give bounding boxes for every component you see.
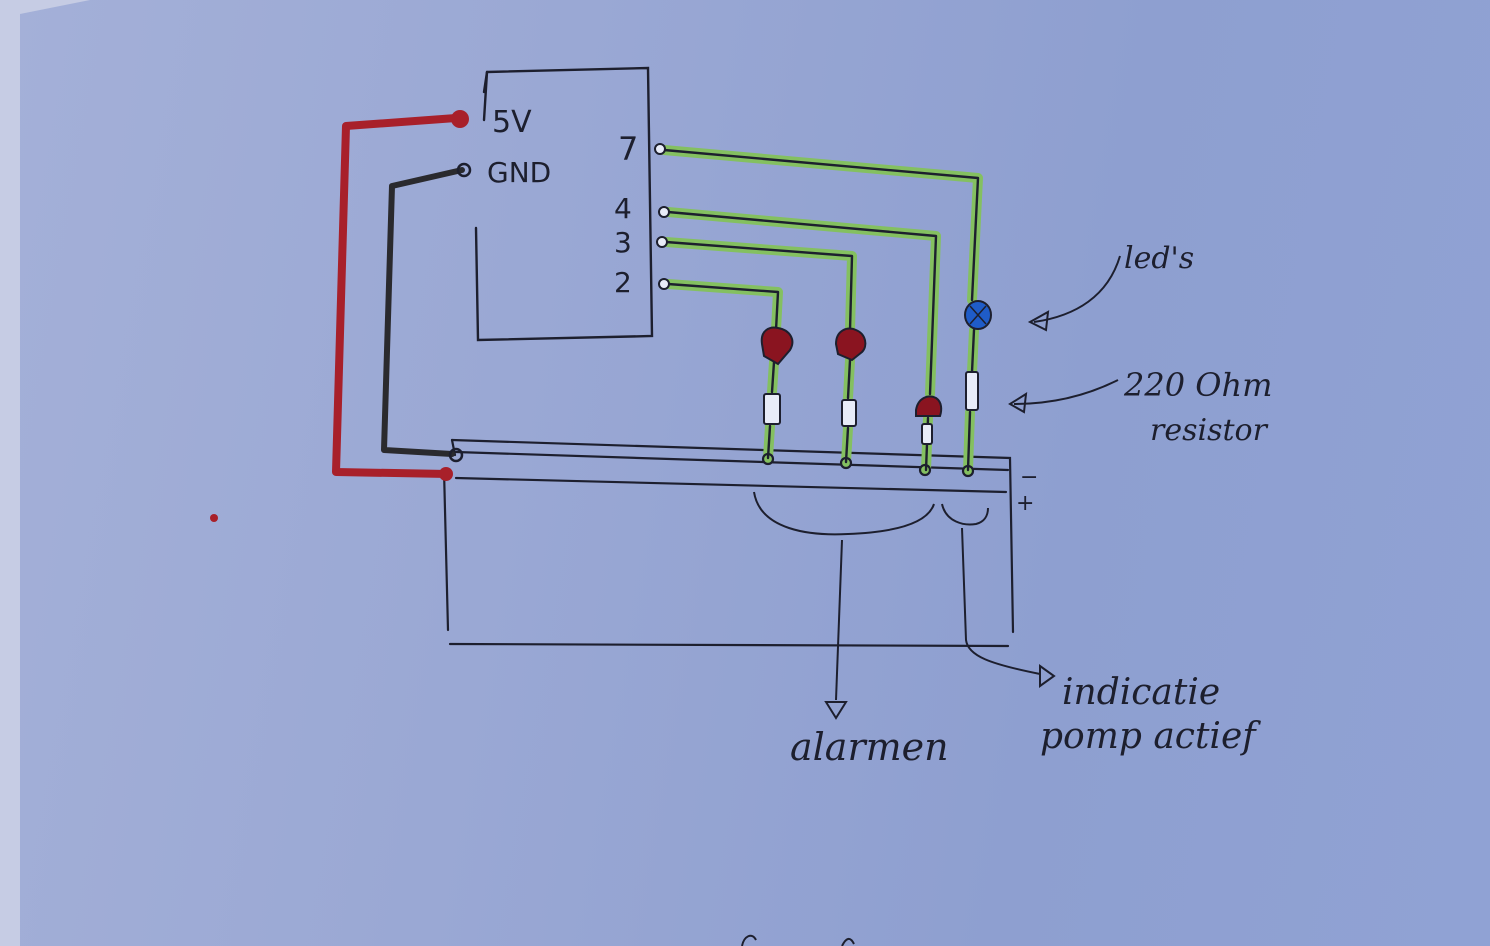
resistors — [763, 371, 979, 445]
led-red-1 — [760, 326, 794, 366]
led-red-3 — [915, 395, 943, 417]
ink-speck — [210, 514, 218, 522]
led-blue — [964, 300, 992, 330]
pin-label-2: 2 — [614, 266, 632, 299]
pin-label-3: 3 — [614, 226, 632, 259]
power-wire — [332, 114, 460, 478]
resistor-label-line1: 220 Ohm — [1123, 366, 1272, 404]
indicator-arrow — [961, 527, 1041, 675]
leds-label: led's — [1124, 241, 1194, 276]
indicator-label-line2: pomp actief — [1040, 716, 1261, 757]
indicator-arrow-head — [1039, 664, 1056, 688]
minus-rail — [454, 450, 1010, 472]
alarm-label: alarmen — [790, 725, 949, 769]
breadboard — [442, 438, 1015, 648]
alarm-arrow-head — [824, 701, 848, 720]
plus-rail-label: + — [1016, 491, 1034, 516]
resistor-label-line2: resistor — [1150, 413, 1269, 448]
cut-off-writing — [741, 934, 855, 946]
board-pin-holes — [654, 143, 670, 290]
paper-edge — [0, 0, 90, 946]
power-pin-dot — [451, 110, 469, 128]
indicator-label-line1: indicatie — [1062, 672, 1220, 713]
leds-arrow-head — [1027, 310, 1050, 332]
alarm-arrow — [835, 539, 843, 701]
signal-wires — [659, 145, 983, 475]
ground-wire — [381, 167, 465, 457]
grouping-brackets — [753, 491, 1056, 720]
ground-pin-label: GND — [487, 156, 551, 189]
minus-rail-label: − — [1020, 465, 1038, 490]
power-rail-dot — [439, 467, 453, 481]
power-pin-label: 5V — [492, 105, 532, 140]
ground-rail-dot — [448, 447, 464, 463]
plus-rail — [454, 476, 1008, 494]
led-red-2 — [834, 327, 867, 362]
pin-label-4: 4 — [614, 192, 632, 225]
pin-label-7: 7 — [618, 130, 638, 168]
microcontroller-board — [474, 66, 654, 342]
resistor-arrow — [1013, 379, 1119, 405]
resistor-arrow-head — [1008, 392, 1028, 414]
breadboard-contacts — [761, 452, 975, 478]
ground-pin-dot — [456, 162, 472, 178]
